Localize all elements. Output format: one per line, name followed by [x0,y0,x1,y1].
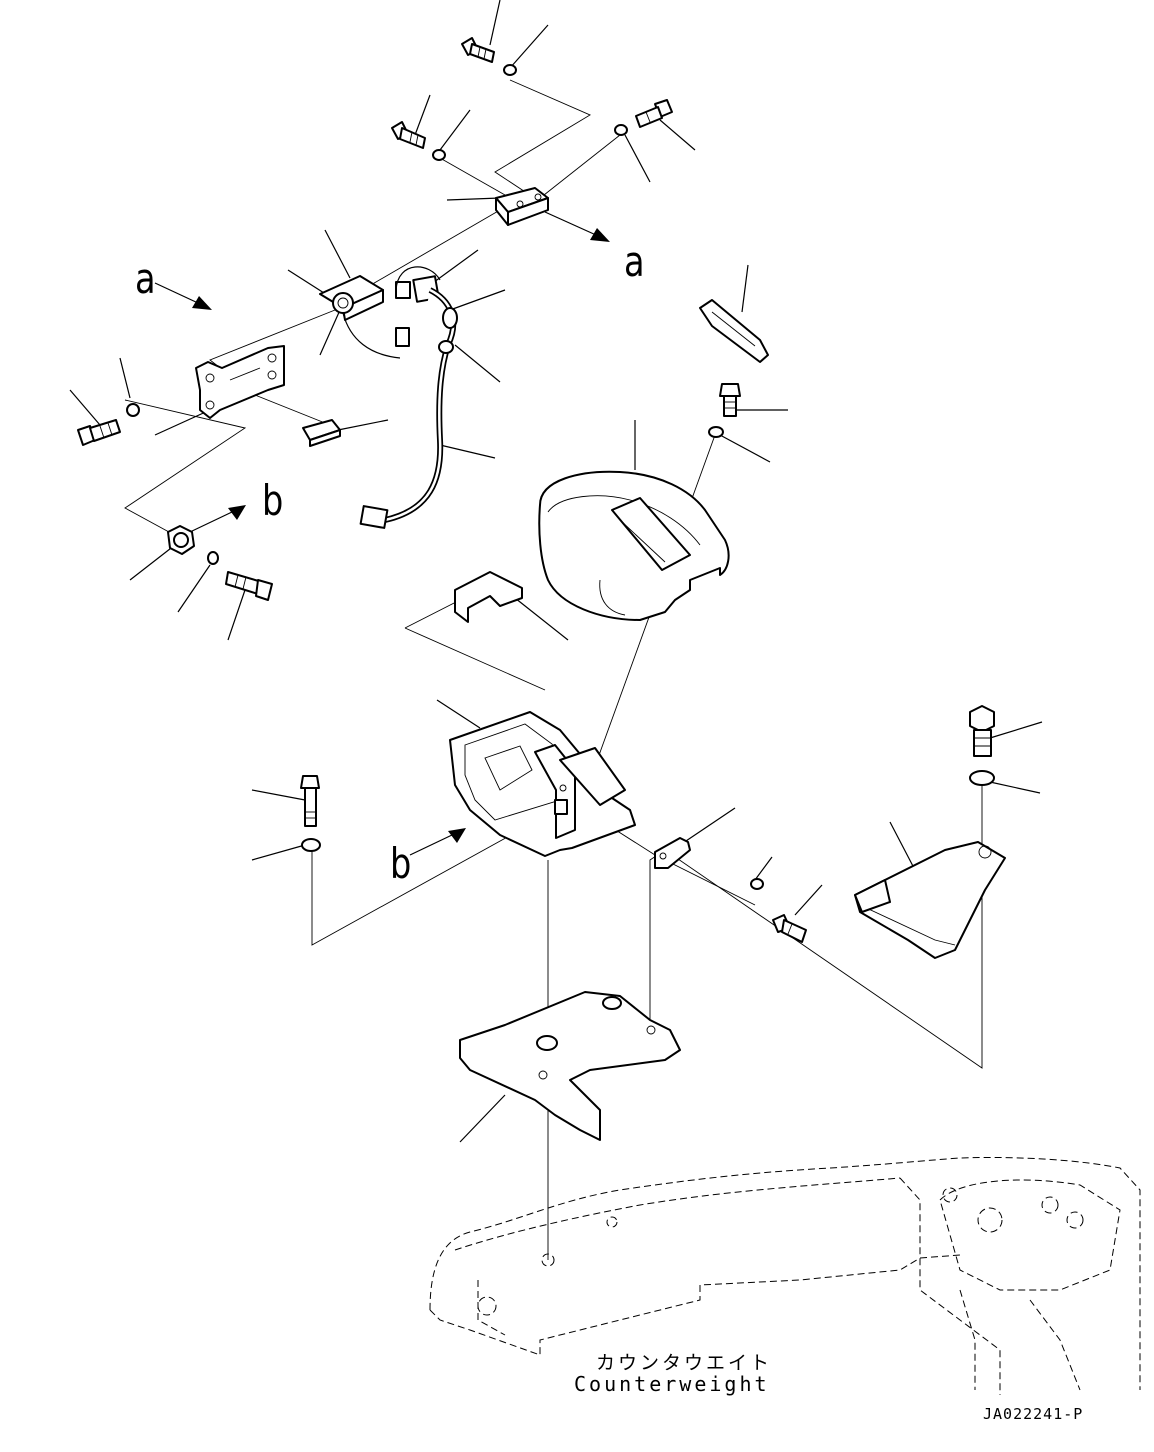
mounting-bracket-small [495,187,549,226]
washer [126,403,140,417]
arrow-a-left-head [192,296,212,310]
bolt [719,383,741,417]
washer [207,551,219,565]
bolt [461,37,495,63]
switch-assembly [319,275,401,359]
arrow-b-lower-head [448,828,466,843]
washer [750,878,764,890]
bolt [391,121,426,149]
washer [708,426,724,438]
washer [432,149,446,161]
label-a-right: a [624,237,645,286]
leader-lines [69,0,1043,1143]
label-b-lower: b [390,839,412,888]
bolt [635,99,673,128]
bolt [772,914,807,943]
caption-english: Counterweight [574,1372,770,1396]
clip-plate [654,837,691,869]
washer [301,838,321,852]
caption-japanese: カウンタウエイト [596,1352,773,1374]
rubber-pad [302,419,341,447]
label-b-upper: b [262,476,284,525]
bolt [225,571,273,601]
bolt [77,419,121,446]
arrow-a-right-head [590,228,610,242]
counterweight [429,1156,1141,1395]
bracket-plate [195,345,285,419]
support-bracket-right [854,841,1006,959]
nut [167,525,195,555]
bolt [300,775,320,827]
arrow-b-upper-head [228,505,246,520]
u-bracket [454,571,523,623]
label-a-left: a [135,254,156,303]
bolt [969,705,995,757]
cover [538,470,730,621]
washer [503,64,517,76]
mounting-plate [459,991,681,1141]
arrows [154,211,610,856]
pad-upper [699,299,769,363]
washer [614,124,628,136]
holder-base [449,711,636,857]
washer [969,770,995,786]
wiring-harness [359,266,458,529]
drawing-code: JA022241-P [983,1405,1084,1423]
